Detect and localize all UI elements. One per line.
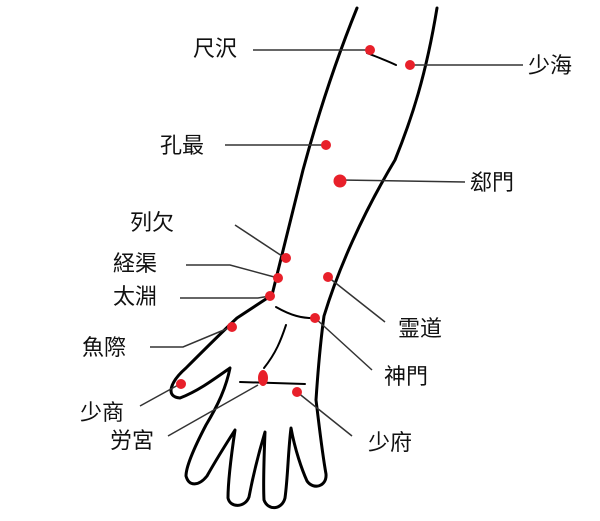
point-shoukai (405, 60, 415, 70)
point-shinmon (310, 313, 320, 323)
point-gekimon (333, 174, 347, 188)
label-gyosai: 魚際 (82, 336, 126, 361)
leader-taien (180, 295, 271, 299)
label-shoushou: 少商 (80, 401, 124, 426)
label-keikyo: 経渠 (113, 252, 157, 277)
leader-shoufu (296, 391, 353, 437)
label-shinmon: 神門 (384, 365, 428, 390)
point-gyosai (227, 322, 237, 332)
label-kousai: 孔最 (160, 134, 204, 159)
point-keikyo (273, 273, 283, 283)
point-shakutaku (365, 45, 375, 55)
label-shakutaku: 尺沢 (193, 37, 237, 62)
leader-keikyo (186, 264, 279, 279)
point-shoushou (176, 379, 186, 389)
leader-shoushou (139, 383, 181, 407)
leader-roukyuu (167, 384, 259, 437)
point-roukyuu (258, 370, 268, 386)
label-roukyuu: 労宮 (110, 429, 154, 454)
leader-rekketsu (234, 224, 286, 259)
leader-gekimon (339, 179, 466, 183)
leader-reidou (327, 276, 386, 323)
label-shoukai: 少海 (528, 54, 572, 79)
point-reidou (323, 272, 333, 282)
acupoints (176, 45, 415, 397)
leader-shinmon (314, 317, 373, 371)
label-taien: 太淵 (113, 285, 157, 310)
leader-gyosai (150, 326, 232, 348)
label-reidou: 霊道 (398, 317, 442, 342)
point-kousai (321, 140, 331, 150)
point-shoufu (292, 387, 302, 397)
labels: 尺沢 少海 孔最 郄門 列欠 経渠 太淵 霊道 魚際 神門 少商 労宮 少府 (80, 37, 572, 456)
point-rekketsu (281, 253, 291, 263)
point-taien (265, 291, 275, 301)
label-rekketsu: 列欠 (130, 211, 174, 236)
label-shoufu: 少府 (368, 431, 412, 456)
leader-lines (139, 49, 523, 437)
label-gekimon: 郄門 (470, 171, 514, 196)
